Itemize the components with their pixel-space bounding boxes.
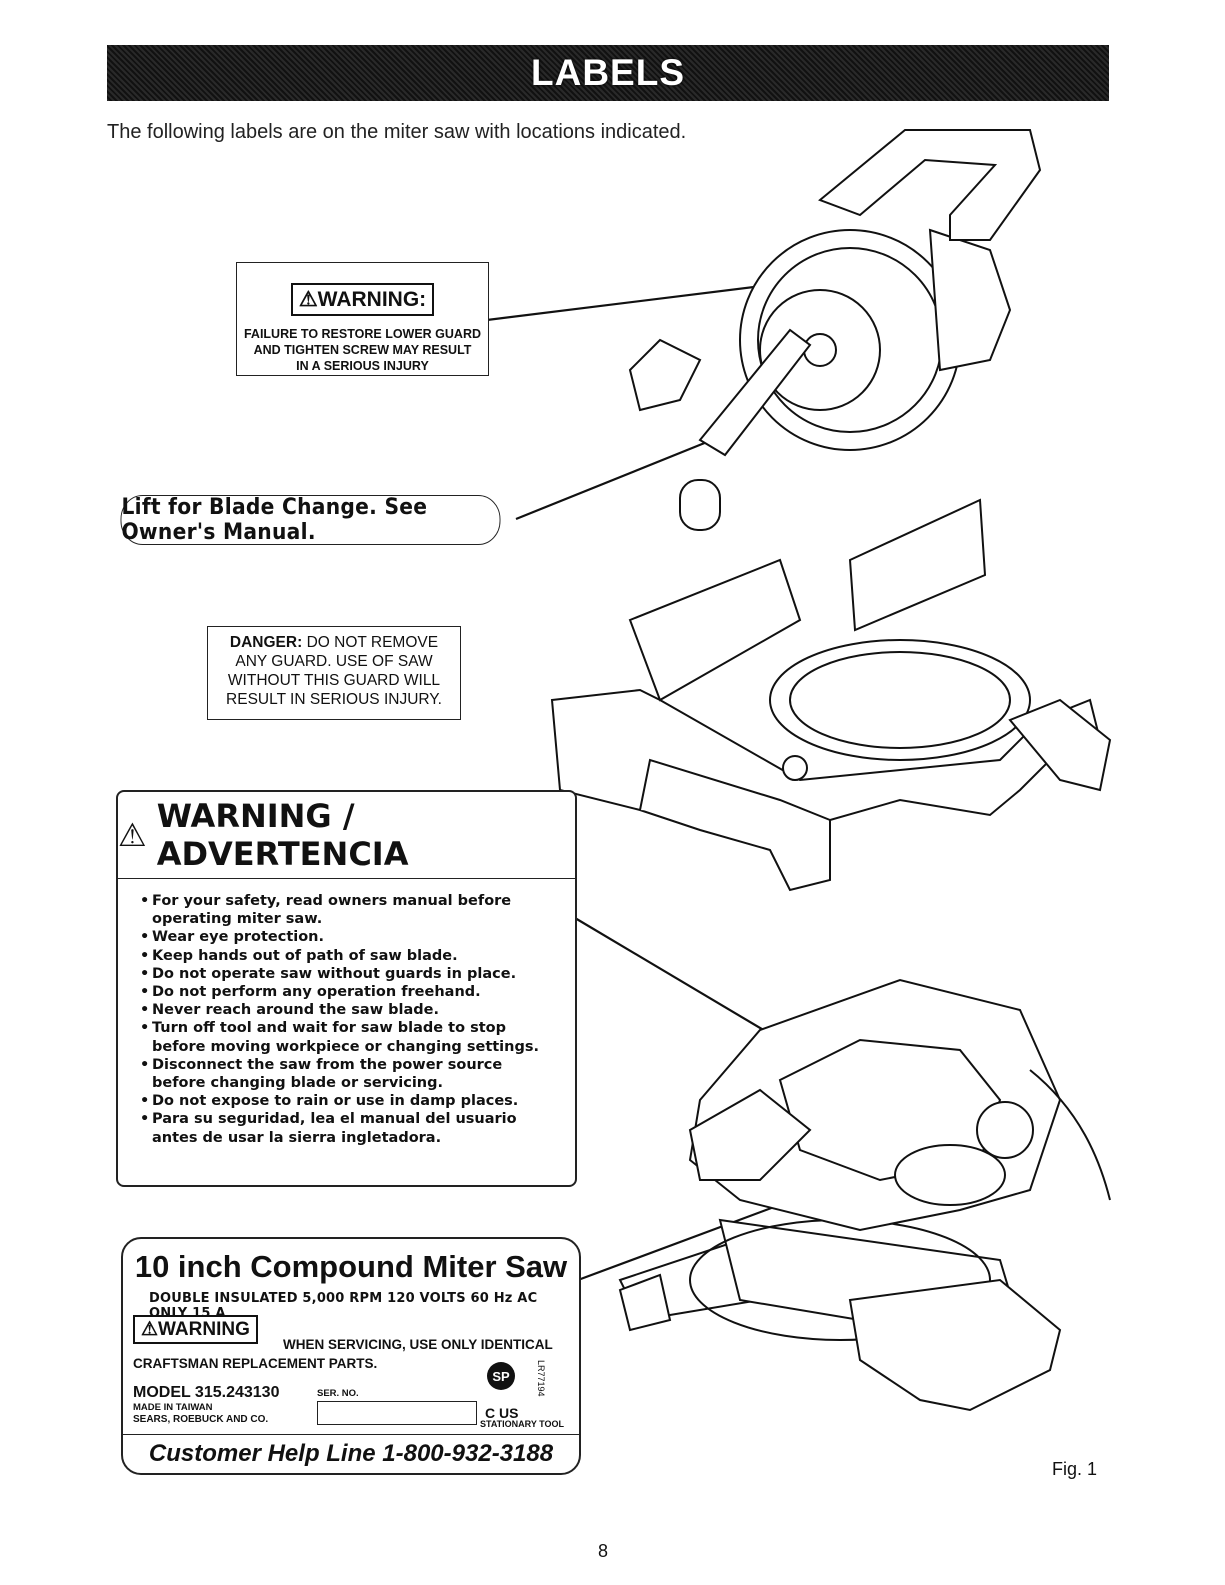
svg-text:SP: SP [492, 1369, 510, 1384]
list-item: Do not expose to rain or use in damp pla… [140, 1092, 552, 1110]
page-number: 8 [598, 1541, 609, 1561]
servicing-text: WHEN SERVICING, USE ONLY IDENTICAL [283, 1337, 553, 1352]
list-item: Para su seguridad, lea el manual del usu… [140, 1110, 552, 1146]
svg-text:LR77194: LR77194 [536, 1360, 546, 1397]
warning-triangle-icon: ⚠ [118, 816, 147, 854]
list-item: Keep hands out of path of saw blade. [140, 947, 552, 965]
danger-label: DANGER: DO NOT REMOVE ANY GUARD. USE OF … [207, 626, 461, 720]
csa-mark-icon: SP LR77194 [487, 1360, 546, 1397]
sears-text: SEARS, ROEBUCK AND CO. [133, 1414, 269, 1425]
guard-warning-label: ⚠WARNING: FAILURE TO RESTORE LOWER GUARD… [236, 262, 489, 376]
made-in-text: MADE IN TAIWAN [133, 1402, 213, 1413]
intro-text: The following labels are on the miter sa… [107, 121, 687, 143]
serial-box [317, 1401, 477, 1425]
blade-change-label: Lift for Blade Change. See Owner's Manua… [120, 495, 501, 545]
warning-advertencia-label: ⚠ WARNING / ADVERTENCIA For your safety,… [116, 790, 577, 1187]
warning-heading: ⚠ WARNING / ADVERTENCIA [118, 792, 575, 879]
warning-triangle-icon: ⚠ [298, 288, 318, 311]
model-number: MODEL 315.243130 [133, 1384, 280, 1401]
figure-label: Fig. 1 [1052, 1459, 1098, 1479]
list-item: For your safety, read owners manual befo… [140, 892, 552, 928]
warning-triangle-icon: ⚠ [141, 1319, 159, 1340]
warning-list: For your safety, read owners manual befo… [118, 879, 575, 1147]
list-item: Turn off tool and wait for saw blade to … [140, 1019, 552, 1055]
warning-badge: ⚠WARNING: [290, 283, 435, 316]
list-item: Never reach around the saw blade. [140, 1001, 552, 1019]
guard-warning-text: FAILURE TO RESTORE LOWER GUARD AND TIGHT… [243, 327, 482, 373]
section-banner: LABELS [107, 45, 1109, 101]
csa-cus-text: C US [485, 1405, 519, 1421]
nameplate-label: 10 inch Compound Miter Saw DOUBLE INSULA… [121, 1237, 581, 1475]
list-item: Wear eye protection. [140, 928, 552, 946]
stationary-tool-text: STATIONARY TOOL [480, 1419, 565, 1429]
list-item: Do not operate saw without guards in pla… [140, 965, 552, 983]
nameplate-spec: DOUBLE INSULATED 5,000 RPM 120 VOLTS 60 … [149, 1291, 538, 1321]
nameplate-title: 10 inch Compound Miter Saw [134, 1249, 568, 1284]
replacement-text: CRAFTSMAN REPLACEMENT PARTS. [133, 1356, 378, 1371]
serial-label: SER. NO. [317, 1388, 359, 1399]
customer-help-line: Customer Help Line 1-800-932-3188 [123, 1434, 579, 1473]
list-item: Disconnect the saw from the power source… [140, 1056, 552, 1092]
section-title: LABELS [531, 52, 685, 93]
list-item: Do not perform any operation freehand. [140, 983, 552, 1001]
nameplate-warning-badge: ⚠WARNING [133, 1315, 258, 1344]
